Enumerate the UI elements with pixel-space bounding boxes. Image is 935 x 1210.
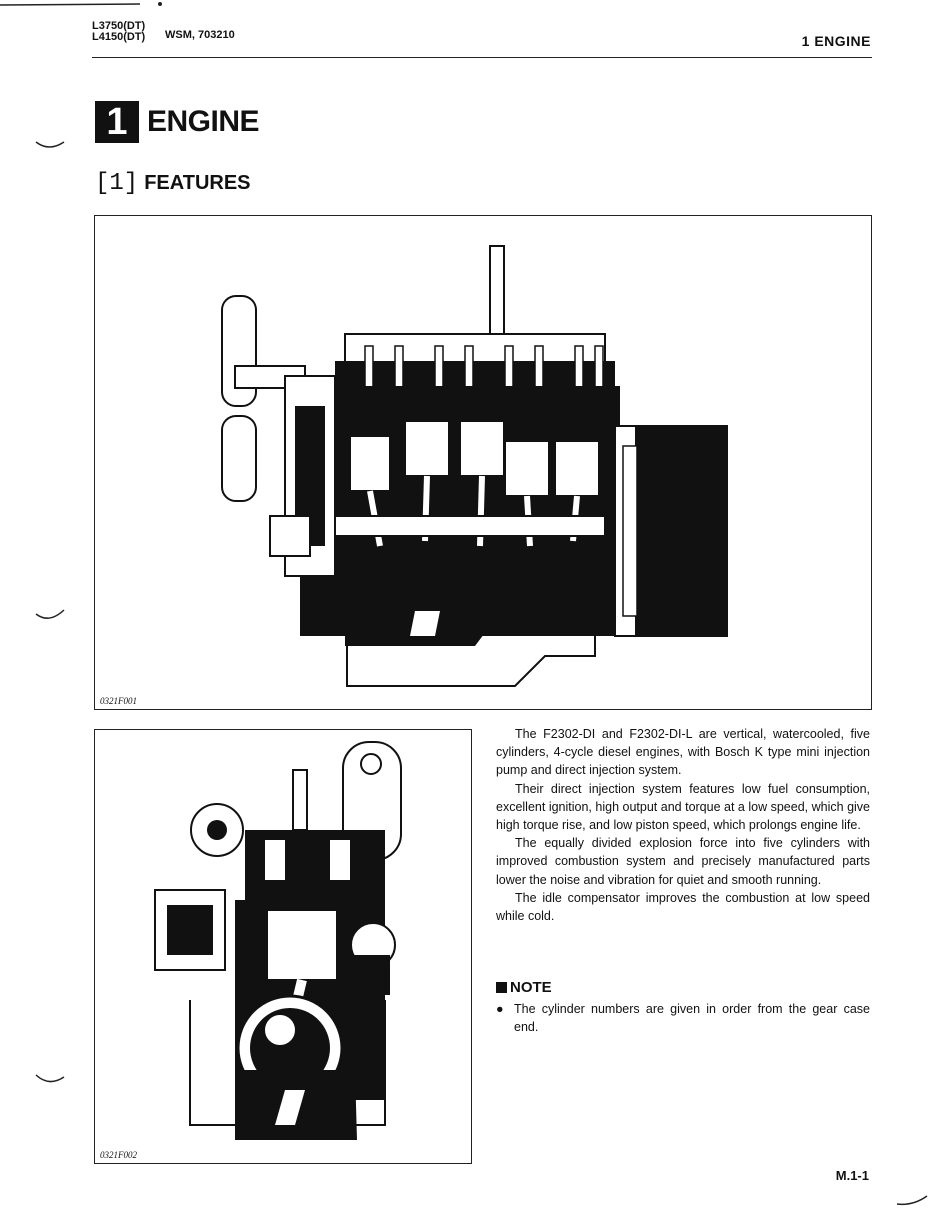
features-description: The F2302-DI and F2302-DI-L are vertical… xyxy=(496,725,870,925)
figure-1-id: 0321F001 xyxy=(100,696,137,706)
scan-mark-top xyxy=(0,0,180,10)
note-square-icon xyxy=(496,982,507,993)
model-codes: L3750(DT) L4150(DT) xyxy=(92,21,145,43)
scan-mark-bottom-right xyxy=(895,1190,935,1210)
engine-side-cutaway-illustration xyxy=(221,245,728,687)
chapter-heading: 1 ENGINE xyxy=(95,100,260,144)
paragraph: The F2302-DI and F2302-DI-L are vertical… xyxy=(496,727,870,778)
figure-2-id: 0321F002 xyxy=(100,1150,137,1160)
manual-code: WSM, 703210 xyxy=(165,29,235,41)
section-number: [1] xyxy=(95,170,139,197)
running-section-label: 1 ENGINE xyxy=(801,33,871,49)
header-rule xyxy=(92,57,872,58)
model-line-1: L3750(DT) xyxy=(92,20,146,32)
section-heading: [1]FEATURES xyxy=(95,170,251,197)
section-title: FEATURES xyxy=(144,172,251,194)
paragraph: The idle compensator improves the combus… xyxy=(496,890,870,924)
note-heading-text: NOTE xyxy=(510,979,552,996)
binder-hole-mark-2 xyxy=(34,600,74,630)
binder-hole-mark-1 xyxy=(34,128,74,158)
paragraph: Their direct injection system features l… xyxy=(496,781,870,833)
chapter-number-badge: 1 xyxy=(95,101,139,143)
figure-engine-front-cross-section: 0321F002 xyxy=(94,729,472,1164)
chapter-title: ENGINE xyxy=(147,105,260,138)
note-item: ● The cylinder numbers are given in orde… xyxy=(496,1000,870,1036)
engine-front-section-illustration xyxy=(154,741,402,1140)
bullet-icon: ● xyxy=(496,1002,504,1016)
note-item-text: The cylinder numbers are given in order … xyxy=(514,1002,870,1035)
paragraph: The equally divided explosion force into… xyxy=(496,836,870,887)
figure-engine-side-cutaway: 0321F001 xyxy=(94,215,872,710)
note-heading: NOTE xyxy=(496,979,552,996)
binder-hole-mark-3 xyxy=(34,1065,74,1095)
model-line-2: L4150(DT) xyxy=(92,31,146,43)
page-number: M.1-1 xyxy=(835,1168,869,1183)
